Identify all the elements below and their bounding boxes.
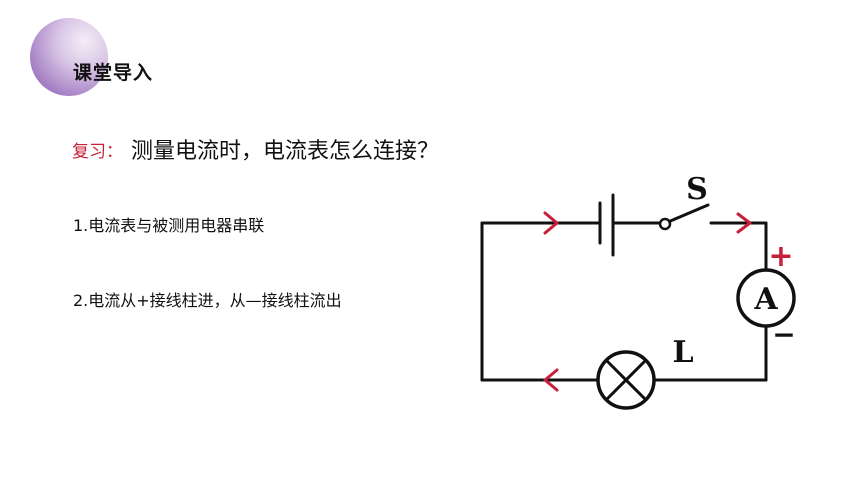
switch-blade bbox=[666, 203, 710, 224]
current-arrow-top-left bbox=[543, 211, 559, 235]
point-1: 1.电流表与被测用电器串联 bbox=[73, 216, 265, 235]
ammeter-symbol bbox=[736, 268, 796, 328]
switch-label: S bbox=[686, 172, 708, 207]
lamp-cross-b bbox=[604, 358, 648, 402]
lamp-label: L bbox=[672, 335, 693, 370]
ammeter-label: A bbox=[753, 282, 778, 317]
plus-sign: + bbox=[768, 239, 793, 274]
section-title: 课堂导入 bbox=[73, 62, 154, 84]
decorative-circle bbox=[30, 18, 108, 96]
review-question: 测量电流时，电流表怎么连接？ bbox=[131, 139, 440, 164]
switch-contact bbox=[658, 217, 672, 231]
current-arrow-bottom bbox=[543, 368, 559, 392]
point-2: 2.电流从+接线柱进，从—接线柱流出 bbox=[73, 291, 342, 310]
minus-sign: − bbox=[772, 318, 795, 351]
current-arrow-top-right bbox=[736, 212, 752, 234]
review-label: 复习： bbox=[72, 142, 123, 162]
